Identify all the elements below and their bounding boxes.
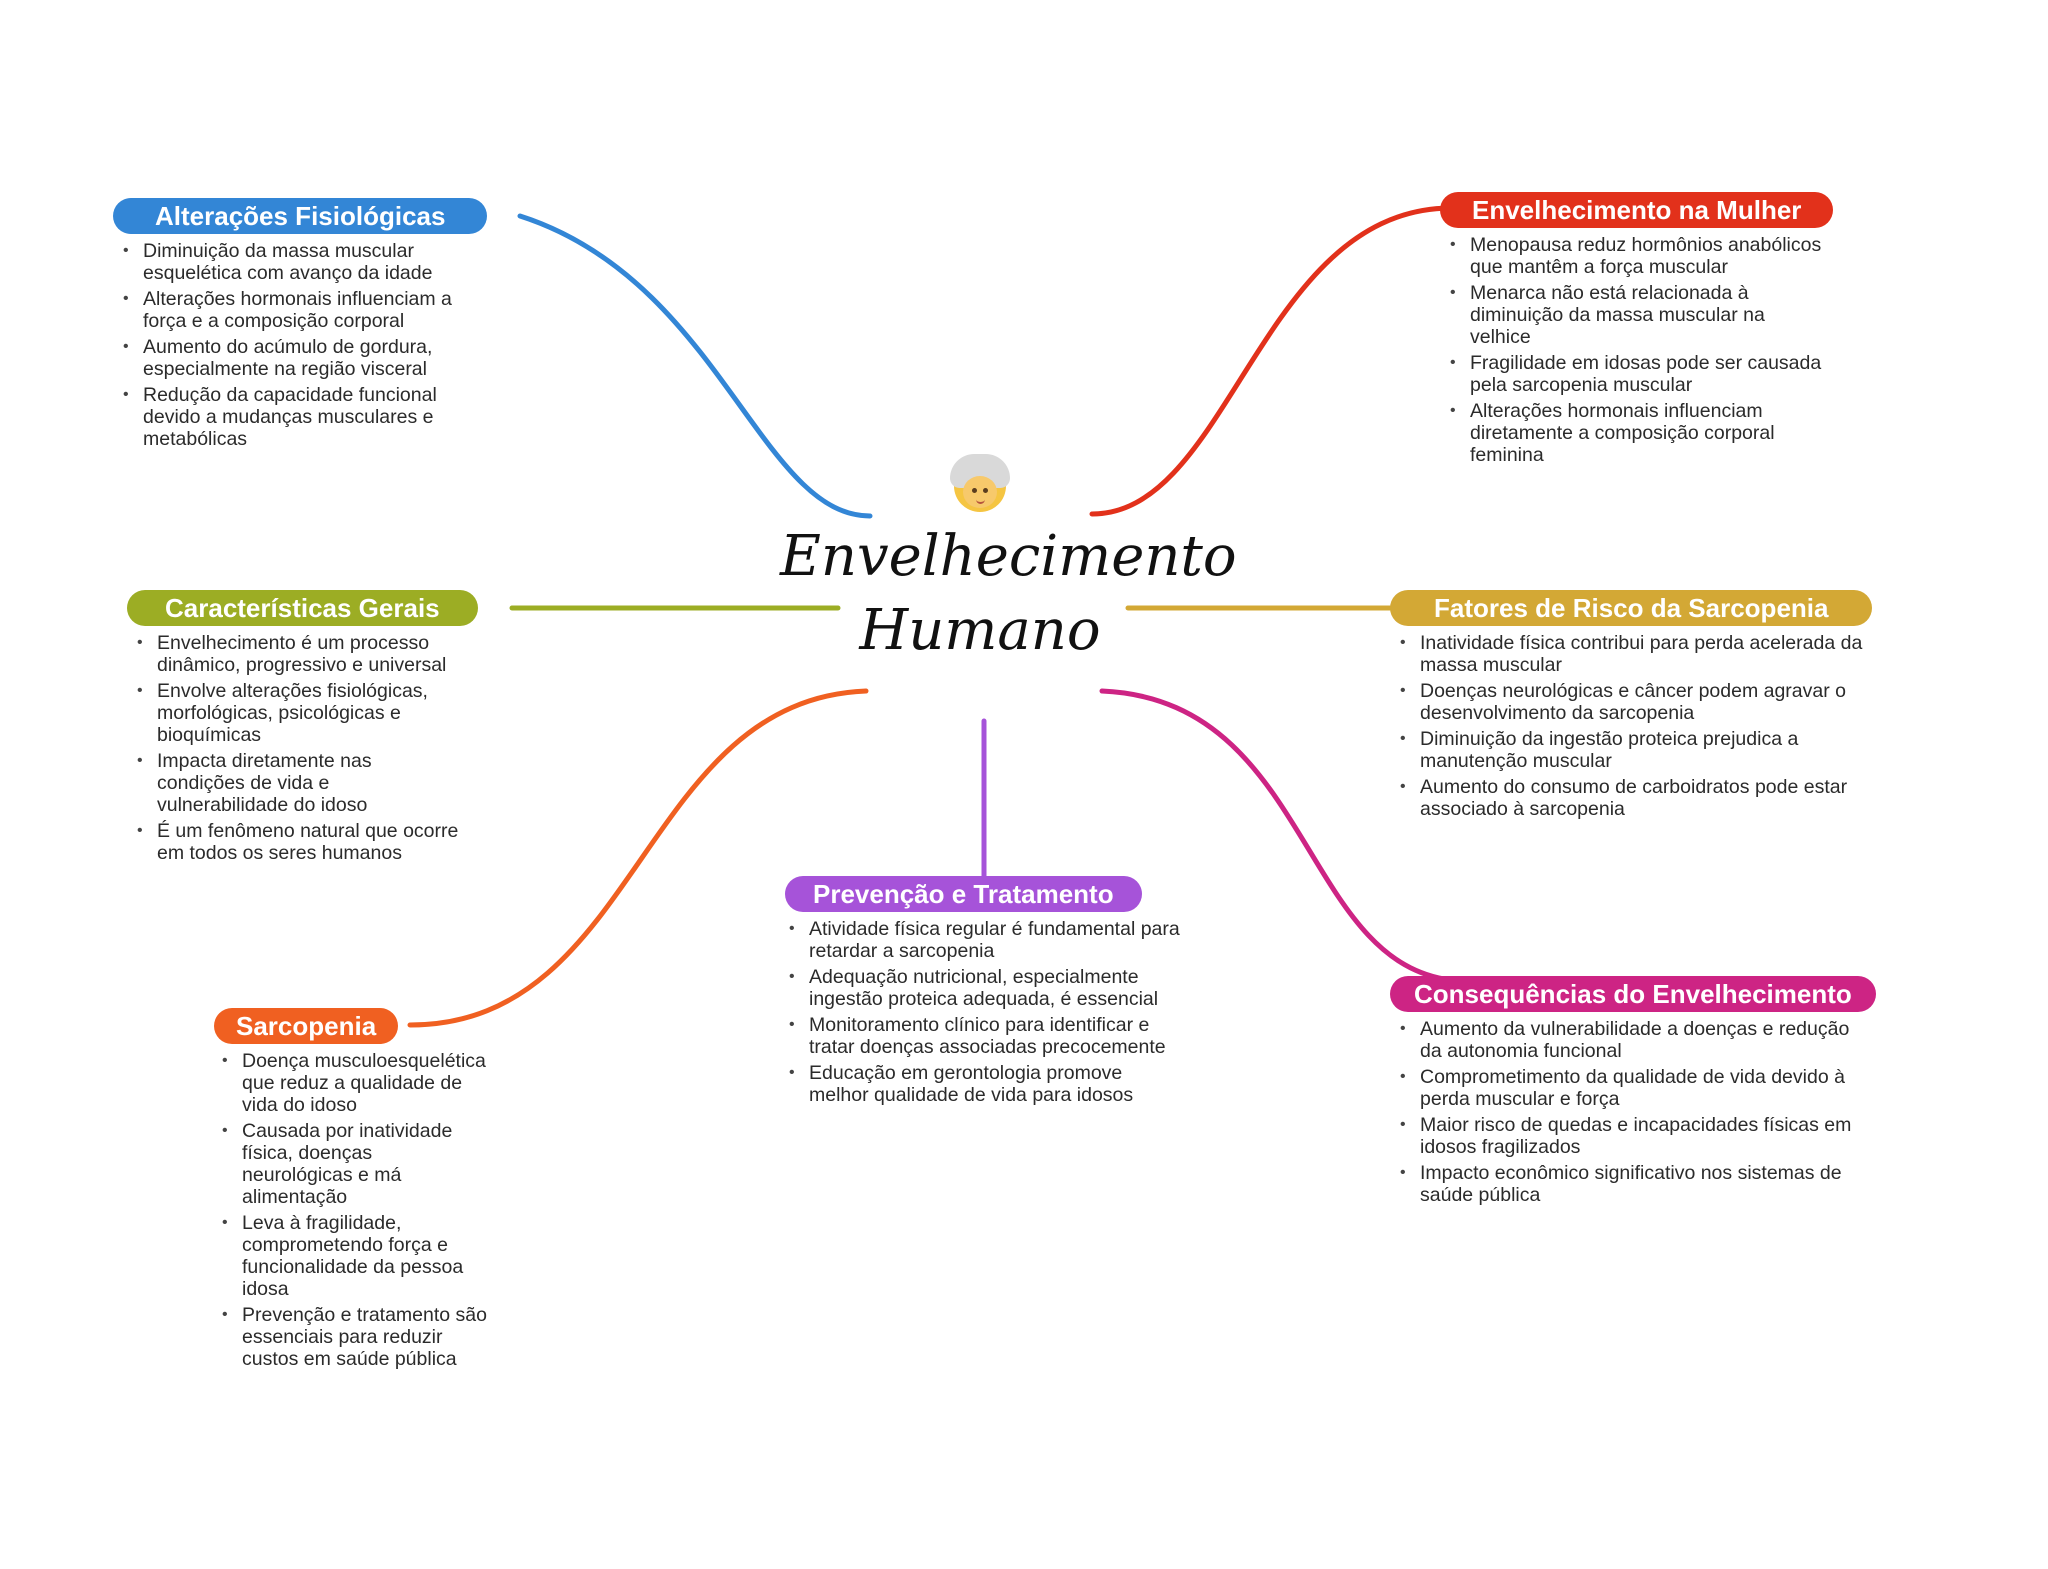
- branch-mulher: Envelhecimento na Mulher Menopausa reduz…: [1440, 192, 1834, 470]
- branch-item: Menarca não está relacionada à diminuiçã…: [1446, 282, 1830, 348]
- connector-fisiologicas: [517, 213, 873, 519]
- branch-title[interactable]: Sarcopenia: [214, 1008, 399, 1044]
- branch-item: Menopausa reduz hormônios anabólicos que…: [1446, 234, 1830, 278]
- branch-items: Doença musculoesquelética que reduz a qu…: [218, 1050, 488, 1370]
- branch-item: Maior risco de quedas e incapacidades fí…: [1396, 1114, 1856, 1158]
- branch-item: Alterações hormonais influenciam a força…: [119, 288, 493, 332]
- branch-item: Impacta diretamente nas condições de vid…: [133, 750, 463, 816]
- branch-item: Doenças neurológicas e câncer podem agra…: [1396, 680, 1870, 724]
- branch-item: Aumento da vulnerabilidade a doenças e r…: [1396, 1018, 1856, 1062]
- branch-title[interactable]: Envelhecimento na Mulher: [1440, 192, 1834, 228]
- branch-item: Impacto econômico significativo nos sist…: [1396, 1162, 1856, 1206]
- branch-items: Envelhecimento é um processo dinâmico, p…: [133, 632, 463, 864]
- branch-items: Menopausa reduz hormônios anabólicos que…: [1446, 234, 1830, 466]
- connector-mulher: [1089, 205, 1453, 517]
- branch-gerais: Características Gerais Envelhecimento é …: [127, 590, 507, 868]
- branch-title[interactable]: Alterações Fisiológicas: [113, 198, 488, 234]
- branch-item: É um fenômeno natural que ocorre em todo…: [133, 820, 463, 864]
- older-person-emoji-icon: [950, 454, 1010, 512]
- central-topic: Envelhecimento Humano: [730, 454, 1237, 668]
- branch-item: Redução da capacidade funcional devido a…: [119, 384, 493, 450]
- branch-title[interactable]: Consequências do Envelhecimento: [1390, 976, 1876, 1012]
- branch-item: Prevenção e tratamento são essenciais pa…: [218, 1304, 488, 1370]
- branch-prevencao: Prevenção e Tratamento Atividade física …: [785, 876, 1185, 1110]
- branch-item: Educação em gerontologia promove melhor …: [785, 1062, 1185, 1106]
- connector-consequencias: [1099, 688, 1453, 983]
- branch-item: Diminuição da massa muscular esquelética…: [119, 240, 493, 284]
- branch-title[interactable]: Prevenção e Tratamento: [785, 876, 1142, 912]
- branch-items: Inatividade física contribui para perda …: [1396, 632, 1870, 820]
- branch-consequencias: Consequências do Envelhecimento Aumento …: [1390, 976, 1890, 1210]
- branch-item: Aumento do acúmulo de gordura, especialm…: [119, 336, 493, 380]
- branch-item: Adequação nutricional, especialmente ing…: [785, 966, 1185, 1010]
- branch-item: Causada por inatividade física, doenças …: [218, 1120, 488, 1208]
- branch-item: Diminuição da ingestão proteica prejudic…: [1396, 728, 1870, 772]
- branch-item: Leva à fragilidade, comprometendo força …: [218, 1212, 488, 1300]
- branch-items: Diminuição da massa muscular esquelética…: [119, 240, 493, 450]
- branch-item: Atividade física regular é fundamental p…: [785, 918, 1185, 962]
- branch-items: Atividade física regular é fundamental p…: [785, 918, 1185, 1106]
- branch-items: Aumento da vulnerabilidade a doenças e r…: [1396, 1018, 1856, 1206]
- branch-item: Comprometimento da qualidade de vida dev…: [1396, 1066, 1856, 1110]
- branch-item: Envelhecimento é um processo dinâmico, p…: [133, 632, 463, 676]
- branch-item: Alterações hormonais influenciam diretam…: [1446, 400, 1830, 466]
- branch-item: Doença musculoesquelética que reduz a qu…: [218, 1050, 488, 1116]
- branch-fisiologicas: Alterações Fisiológicas Diminuição da ma…: [113, 198, 493, 454]
- branch-title[interactable]: Fatores de Risco da Sarcopenia: [1390, 590, 1873, 626]
- branch-title[interactable]: Características Gerais: [127, 590, 478, 626]
- branch-item: Fragilidade em idosas pode ser causada p…: [1446, 352, 1830, 396]
- branch-item: Aumento do consumo de carboidratos pode …: [1396, 776, 1870, 820]
- branch-sarcopenia: Sarcopenia Doença musculoesquelética que…: [214, 1008, 504, 1374]
- branch-item: Monitoramento clínico para identificar e…: [785, 1014, 1185, 1058]
- central-title: Envelhecimento Humano: [780, 524, 1237, 663]
- connector-sarcopenia: [407, 688, 869, 1028]
- branch-item: Inatividade física contribui para perda …: [1396, 632, 1870, 676]
- branch-item: Envolve alterações fisiológicas, morfoló…: [133, 680, 463, 746]
- branch-risco: Fatores de Risco da Sarcopenia Inativida…: [1390, 590, 1873, 824]
